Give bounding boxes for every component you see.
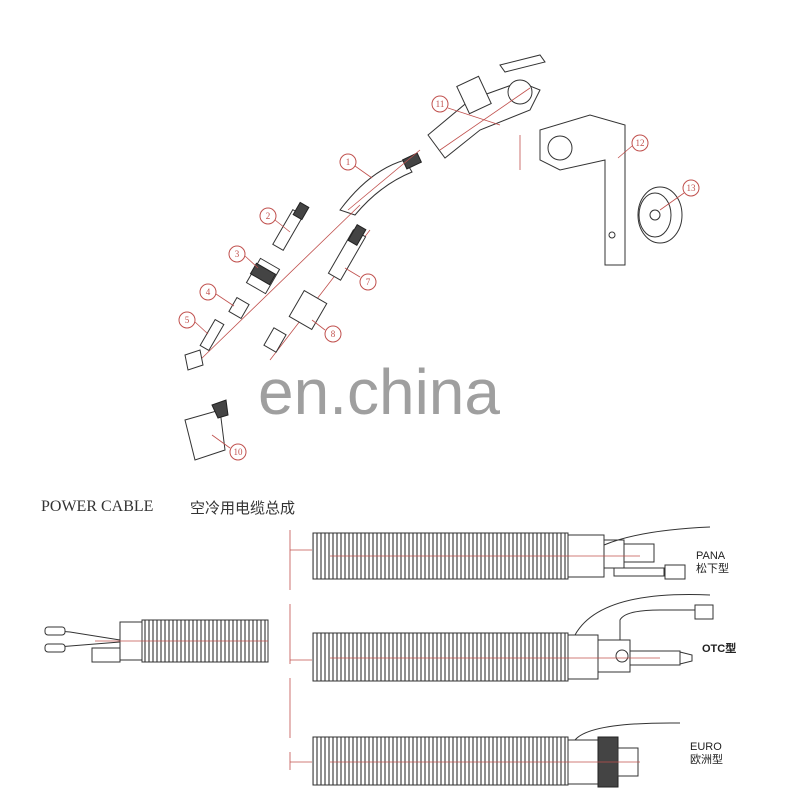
svg-text:2: 2 [266, 211, 271, 221]
callout-7: 7 [344, 267, 377, 291]
svg-text:1: 1 [346, 157, 351, 167]
cable-euro [312, 722, 681, 788]
svg-text:3: 3 [235, 249, 240, 259]
label-euro: EURO 欧洲型 [690, 741, 723, 767]
callout-8: 8 [311, 319, 342, 343]
watermark: en.china [258, 356, 500, 428]
svg-text:12: 12 [636, 138, 645, 148]
svg-text:4: 4 [206, 287, 211, 297]
svg-text:8: 8 [331, 329, 336, 339]
svg-text:5: 5 [185, 315, 190, 325]
label-euro-cn: 欧洲型 [690, 754, 723, 766]
label-otc: OTC型 [702, 643, 737, 655]
callout-5: 5 [178, 311, 209, 335]
gooseneck-part [339, 149, 423, 216]
cable-source-end [44, 619, 269, 663]
callout-10: 10 [211, 434, 247, 461]
svg-text:7: 7 [366, 277, 371, 287]
callout-4: 4 [199, 283, 235, 307]
label-euro-name: EURO [690, 741, 722, 753]
svg-text:13: 13 [687, 183, 697, 193]
callout-13: 13 [659, 179, 700, 211]
label-pana: PANA 松下型 [696, 550, 729, 576]
label-pana-name: PANA [696, 550, 726, 562]
svg-text:10: 10 [234, 447, 244, 457]
diffuser-assembly [263, 224, 371, 361]
cable-otc [312, 594, 714, 682]
label-pana-cn: 松下型 [696, 563, 729, 575]
insulating-disc-part [637, 186, 683, 244]
callout-2: 2 [259, 207, 291, 233]
callout-12: 12 [617, 134, 649, 159]
callout-3: 3 [228, 245, 259, 269]
svg-text:11: 11 [436, 99, 445, 109]
mounting-bracket-part [519, 114, 626, 266]
contact-tip-assembly [184, 201, 361, 461]
callout-1: 1 [339, 153, 373, 179]
section-title-cn: 空冷用电缆总成 [190, 499, 296, 517]
callout-11: 11 [431, 95, 501, 126]
section-title: POWER CABLE [41, 498, 154, 515]
cable-pana [312, 526, 711, 580]
